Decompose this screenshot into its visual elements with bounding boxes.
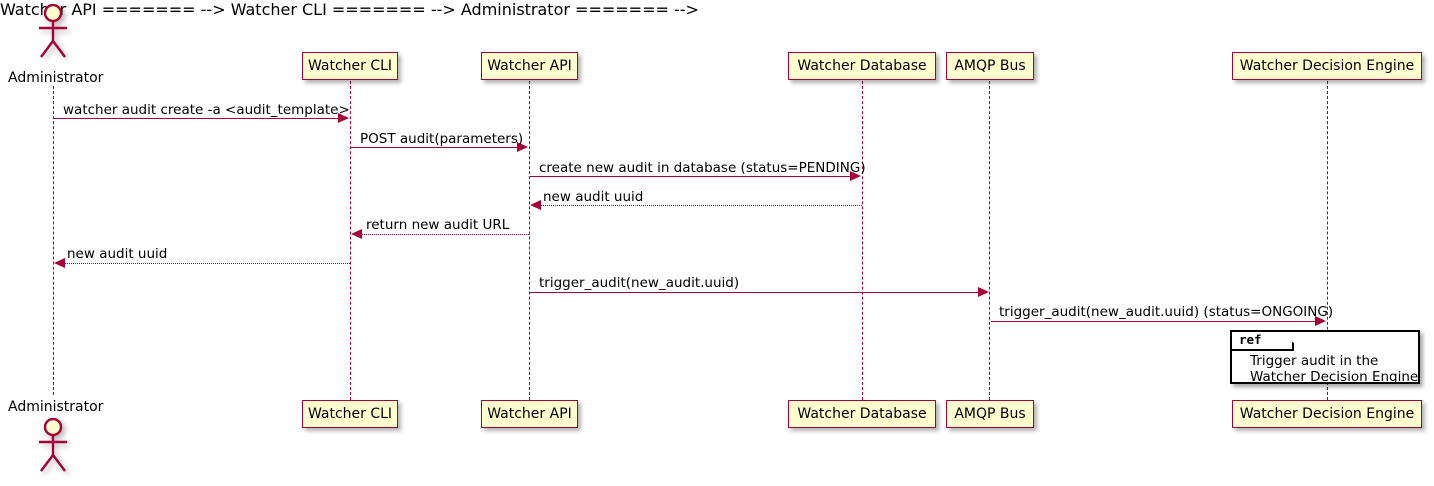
ref-fragment-body: Trigger audit in the Watcher Decision En… [1232, 353, 1418, 385]
participant-watcher-database-bottom[interactable]: Watcher Database [788, 400, 936, 428]
message-line-watcher-audit-create [54, 118, 339, 119]
ref-fragment-line-2: Watcher Decision Engine [1250, 369, 1419, 385]
ref-fragment-tab-label: ref [1239, 332, 1262, 348]
participant-watcher-cli-top[interactable]: Watcher CLI [302, 52, 398, 80]
message-label-trigger-audit-ongoing: trigger_audit(new_audit.uuid) (status=ON… [999, 304, 1334, 320]
message-label-create-new-audit: create new audit in database (status=PEN… [539, 160, 866, 176]
message-line-new-audit-uuid-api [541, 205, 862, 206]
message-label-post-audit: POST audit(parameters) [360, 131, 524, 147]
arrowhead-left-icon [530, 200, 541, 210]
message-label-new-audit-uuid-api: new audit uuid [543, 189, 644, 205]
message-line-trigger-audit [530, 292, 979, 293]
message-label-new-audit-uuid-admin: new audit uuid [67, 246, 168, 262]
message-label-return-new-audit-url: return new audit URL [366, 217, 510, 233]
message-label-trigger-audit: trigger_audit(new_audit.uuid) [539, 275, 740, 291]
message-label-watcher-audit-create: watcher audit create -a <audit_template> [63, 102, 350, 118]
participant-amqp-bus-top[interactable]: AMQP Bus [946, 52, 1034, 80]
actor-label-administrator-top: Administrator [8, 70, 104, 86]
message-line-return-new-audit-url [362, 234, 529, 235]
arrowhead-left-icon [54, 258, 65, 268]
actor-figure-icon [39, 4, 67, 58]
lifeline-watcher-database [862, 81, 863, 400]
arrowhead-right-icon [850, 171, 861, 181]
lifeline-watcher-decision-engine [1327, 81, 1328, 400]
ref-fragment: ref Trigger audit in the Watcher Decisio… [1230, 330, 1420, 385]
lifeline-watcher-cli [350, 81, 351, 400]
participant-watcher-database-top[interactable]: Watcher Database [788, 52, 936, 80]
arrowhead-left-icon [351, 229, 362, 239]
ref-fragment-line-1: Trigger audit in the [1250, 353, 1379, 369]
participant-watcher-api-bottom[interactable]: Watcher API [481, 400, 578, 428]
participant-amqp-bus-bottom[interactable]: AMQP Bus [946, 400, 1034, 428]
participant-watcher-decision-engine-top[interactable]: Watcher Decision Engine [1232, 52, 1422, 80]
message-line-post-audit [351, 147, 518, 148]
actor-label-administrator-bottom: Administrator [8, 399, 104, 415]
lifeline-watcher-api [529, 81, 530, 400]
lifeline-administrator [53, 86, 54, 395]
ref-fragment-tab: ref [1232, 332, 1294, 351]
participant-watcher-api-top[interactable]: Watcher API [481, 52, 578, 80]
arrowhead-right-icon [1315, 316, 1326, 326]
actor-figure-icon [39, 418, 67, 472]
message-line-create-new-audit [530, 176, 851, 177]
arrowhead-right-icon [338, 113, 349, 123]
participant-watcher-decision-engine-bottom[interactable]: Watcher Decision Engine [1232, 400, 1422, 428]
arrowhead-right-icon [517, 142, 528, 152]
message-line-new-audit-uuid-admin [65, 263, 350, 264]
participant-watcher-cli-bottom[interactable]: Watcher CLI [302, 400, 398, 428]
lifeline-amqp-bus [989, 81, 990, 400]
message-line-trigger-audit-ongoing [991, 321, 1316, 322]
arrowhead-right-icon [978, 287, 989, 297]
